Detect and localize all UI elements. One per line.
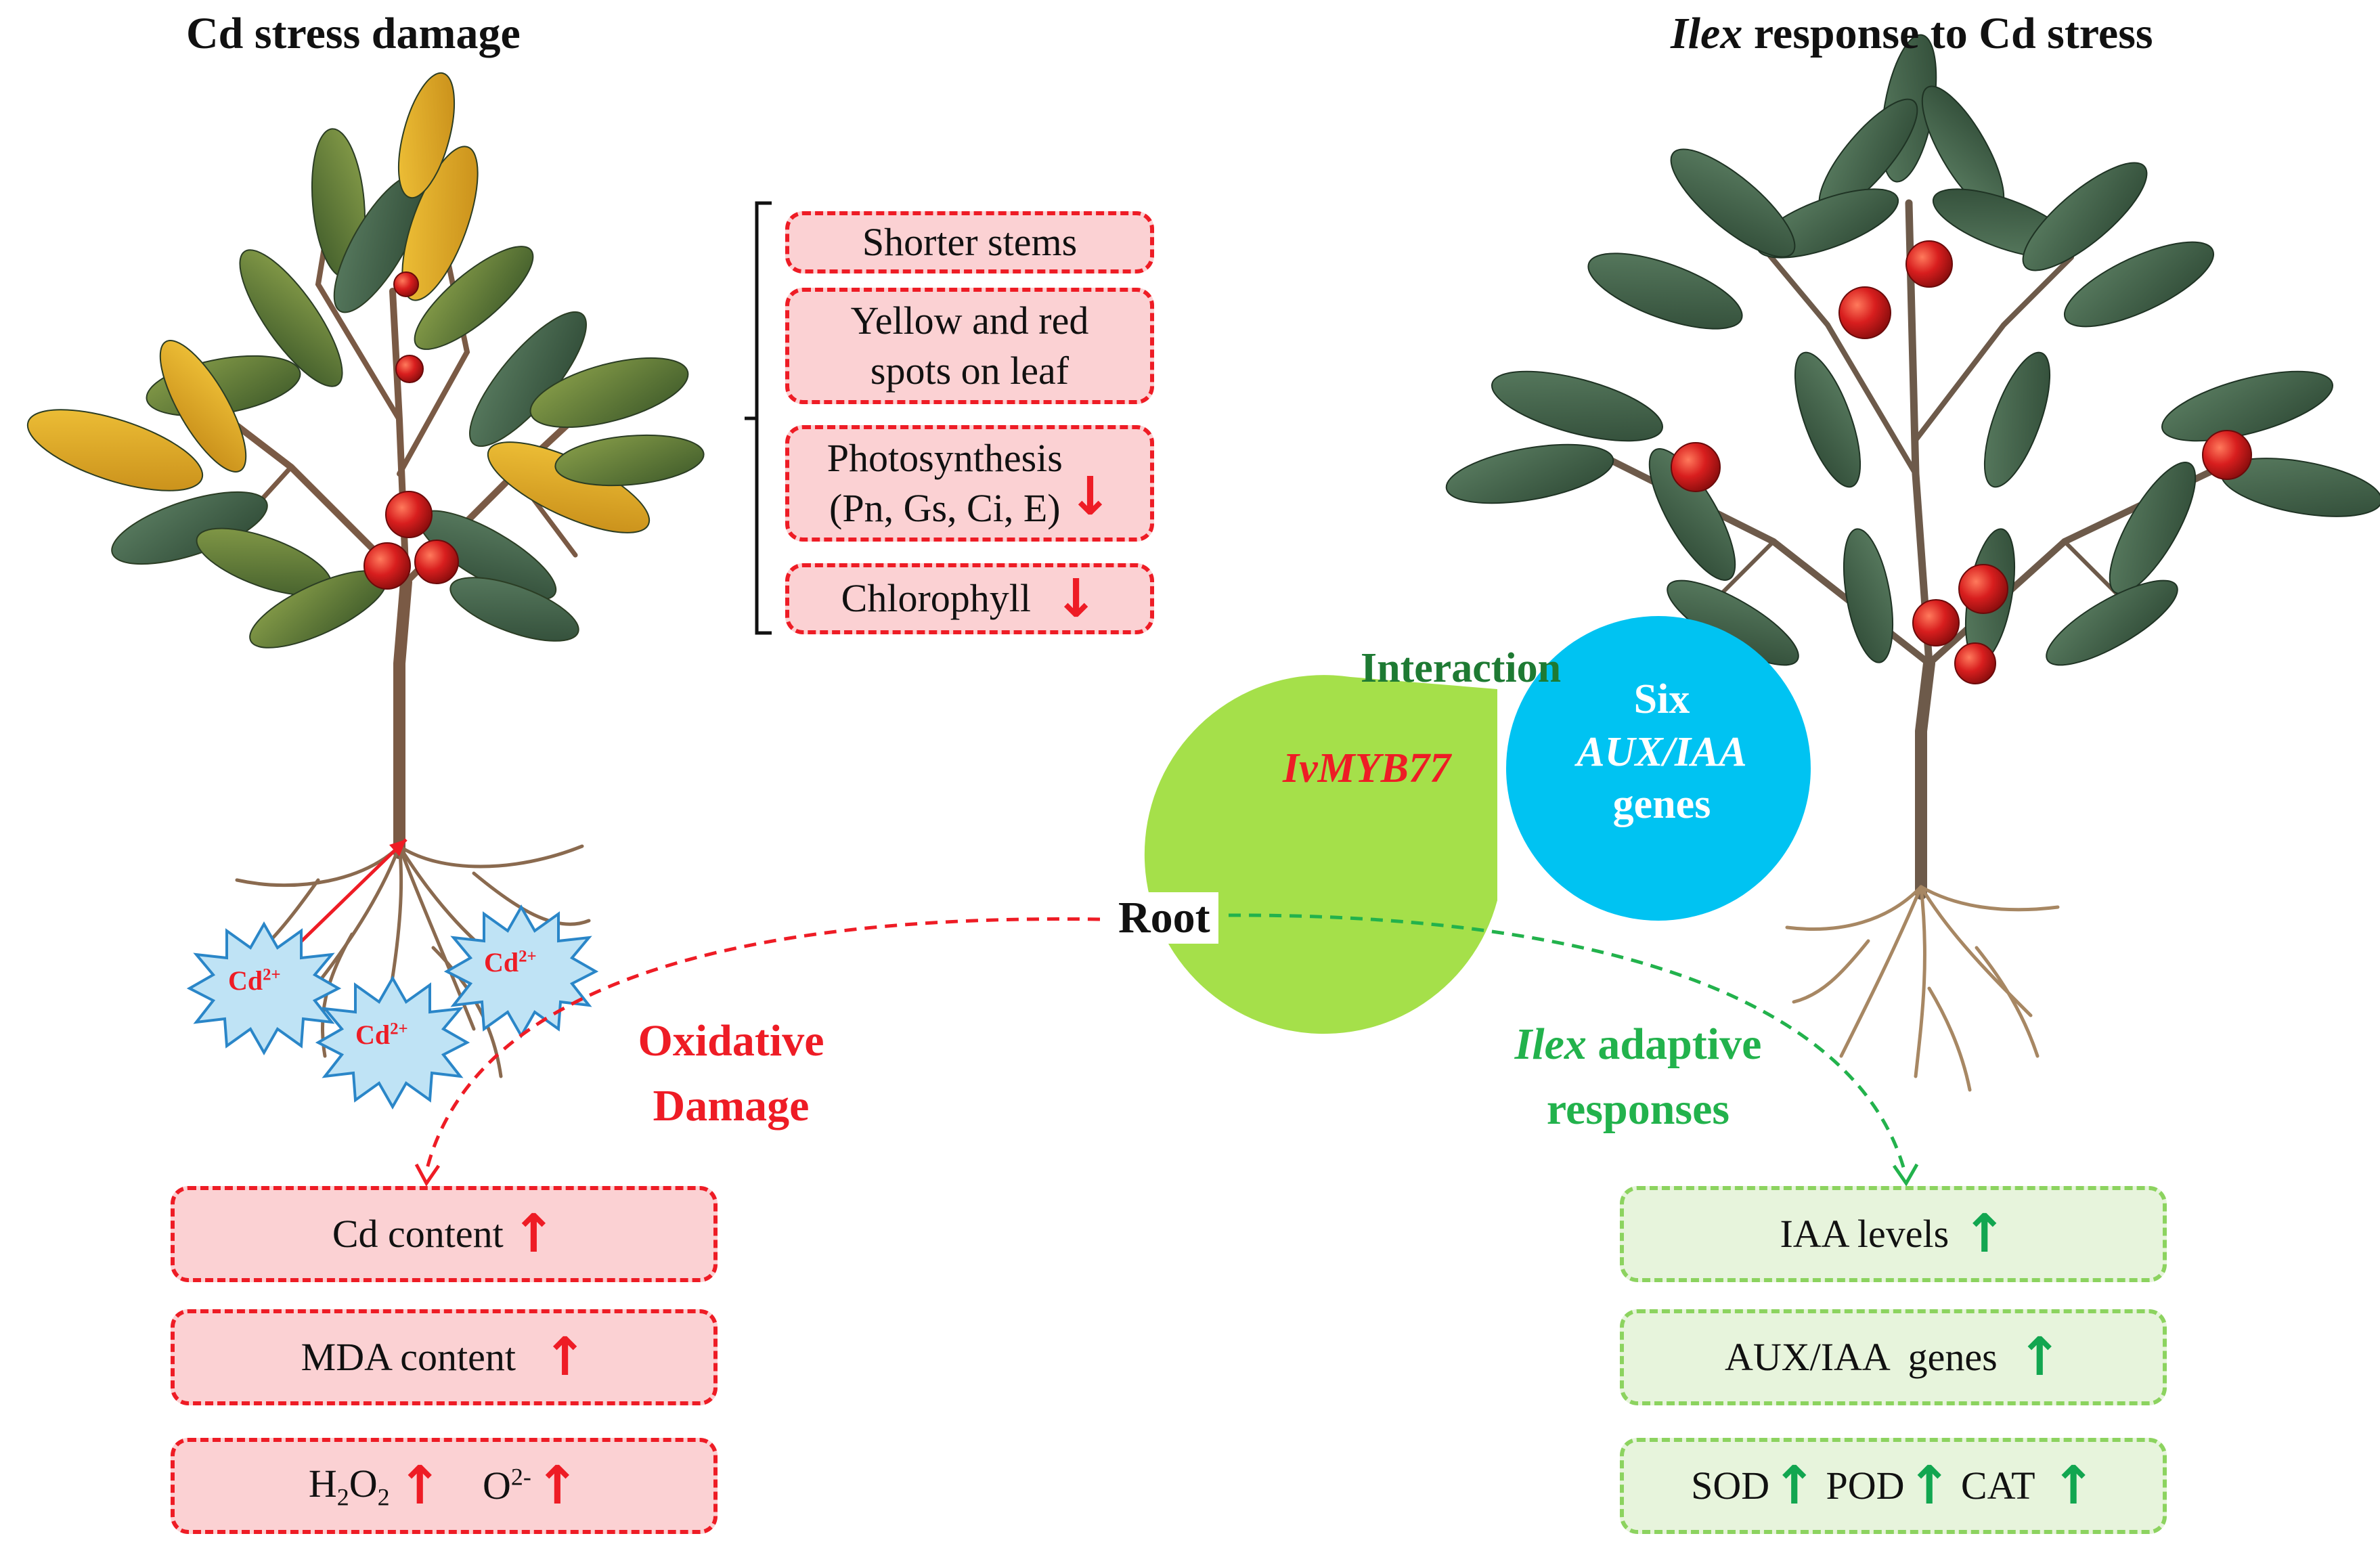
ivmyb77-circle [1144,675,1497,1034]
mda-content-box: MDA content ↑ [171,1309,718,1405]
damage-connector [424,917,1101,1172]
symptom-bracket [745,201,772,635]
cd-ion-label: Cd2+ [228,965,281,996]
arrow-down-icon: ↓ [1067,466,1113,527]
cd-content-box: Cd content ↑ [171,1186,718,1282]
arrow-up-icon: ↑ [1907,1455,1952,1516]
cd-ion-burst-icon [186,921,342,1056]
iaa-levels-box: IAA levels ↑ [1620,1186,2167,1282]
aux-iaa-circle [1506,616,1811,921]
cd-ion-burst-icon [315,975,470,1110]
photosynthesis-box: Photosynthesis(Pn, Gs, Ci, E) ↓ [785,425,1154,542]
healthy-plant-illustration [1445,34,2380,1092]
arrow-up-icon: ↑ [511,1204,556,1265]
ivmyb77-gene-label: IvMYB77 [1283,745,1451,791]
arrow-down-icon: ↓ [1053,568,1099,630]
arrow-up-icon: ↑ [535,1455,580,1516]
aux-iaa-genes-box: AUX/IAA genes ↑ [1620,1309,2167,1405]
arrow-up-icon: ↑ [1772,1455,1817,1516]
adaptive-connector [1228,913,1908,1175]
adaptive-responses-label: Ilex adaptive responses [1514,1019,1762,1134]
ros-box: H2O2 ↑ O2- ↑ [171,1438,718,1534]
interaction-venn [1144,616,1811,1034]
connector-arrows [414,913,1919,1187]
aux-iaa-genes-label: Six AUX/IAA genes [1577,676,1747,827]
arrow-up-icon: ↑ [543,1327,588,1388]
left-panel-title: Cd stress damage [186,9,521,58]
interaction-label: Interaction [1361,645,1562,691]
antioxidant-enzymes-box: SOD ↑ POD ↑ CAT ↑ [1620,1438,2167,1534]
oxidative-damage-label: Oxidative Damage [638,1016,824,1131]
root-label: Root [1110,892,1218,944]
arrow-up-icon: ↑ [2051,1455,2096,1516]
arrow-up-icon: ↑ [1962,1204,2007,1265]
chlorophyll-box: Chlorophyll ↓ [785,563,1154,634]
arrow-up-icon: ↑ [397,1455,442,1516]
arrow-up-icon: ↑ [2017,1327,2063,1388]
right-panel-title: Ilex response to Cd stress [1671,9,2153,58]
damaged-plant-illustration [26,72,705,1078]
shorter-stems-box: Shorter stems [785,211,1154,273]
cd-ion-label: Cd2+ [484,947,537,978]
cd-ion-label: Cd2+ [355,1019,408,1050]
